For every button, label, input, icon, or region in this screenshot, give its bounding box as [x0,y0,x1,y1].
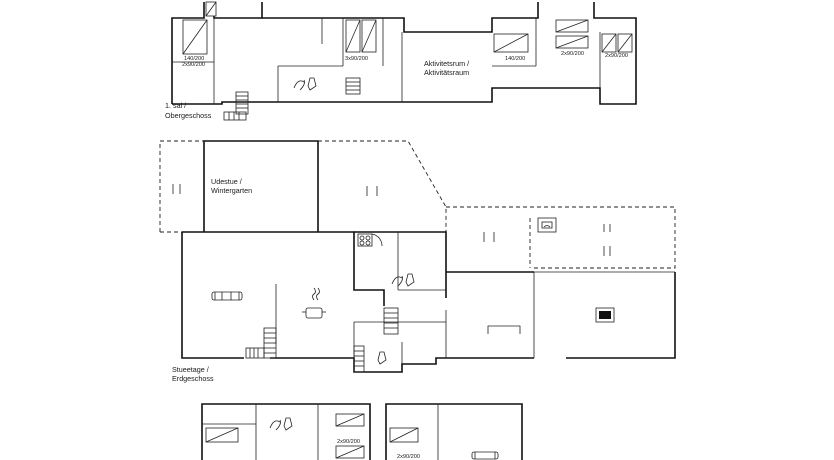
bed-size-label: 140/200 [505,56,525,62]
bathroom-fixtures-icon [377,351,387,365]
floor-label-upper: Obergeschoss [165,111,212,120]
sofa-icon [471,451,499,460]
lower-unit-left: 2x90/200 [201,403,371,460]
ground-floor: Udestue / Wintergarten [159,140,676,383]
stairs-icon [353,307,399,373]
bathroom-fixtures-icon [269,417,293,431]
bed-size-label: 140/200 [184,56,204,62]
wood-stove-icon [302,287,326,319]
room-label-garden: Udestue / [211,177,242,186]
room-label-activity: Aktivitetsrum / [424,59,469,68]
stairs-icon [345,77,361,95]
upper-floor: 140/200 2x90/200 3x90/200 140/200 2x90/2… [165,1,637,121]
floor-label-ground: Stueetage / [172,365,209,374]
room-label-activity: Aktivitätsraum [424,68,469,77]
sofa-icon [211,291,243,301]
stairs-icon [245,327,277,359]
bed-size-label: 2x90/200 [605,53,628,59]
bed-size-label: 2x90/200 [561,51,584,57]
fireplace-icon [537,217,557,233]
kitchen-hob-icon [357,233,383,247]
stairs-icon [223,91,249,121]
bed-size-label: 2x90/200 [397,454,420,460]
bed-size-label: 2x90/200 [337,439,360,445]
room-label-garden: Wintergarten [211,186,252,195]
lower-unit-right: 2x90/200 [385,403,523,460]
bathroom-fixtures-icon [391,273,415,287]
bed-size-label: 3x90/200 [345,56,368,62]
floor-label-ground: Erdgeschoss [172,374,214,383]
bed-size-label: 2x90/200 [182,62,205,68]
sink-icon [595,307,615,323]
bathroom-fixtures-icon [293,77,317,91]
floor-label-upper: 1. sal / [165,101,186,110]
window-mark [172,184,611,256]
